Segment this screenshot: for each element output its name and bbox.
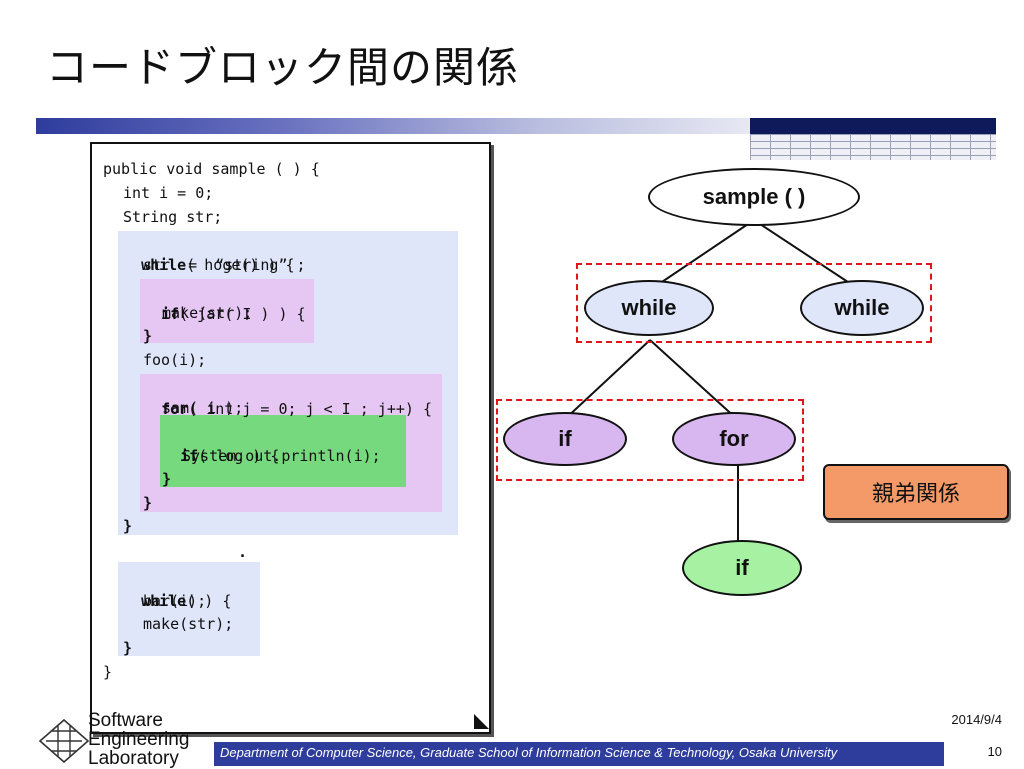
code-line: } <box>103 663 113 681</box>
tree-node-while: while <box>584 280 714 336</box>
code-line: sam( i ); <box>162 399 244 417</box>
if-keyword: if <box>161 305 180 323</box>
edge-root-while2 <box>753 219 861 291</box>
page-title: コードブロック間の関係 <box>46 43 520 92</box>
inner-if-block-highlight <box>160 415 406 487</box>
title-underline-bar <box>36 118 750 134</box>
edge-while-if <box>563 339 651 421</box>
code-line-ellipsis: . <box>238 543 248 561</box>
code-line: str = “string” ; <box>143 256 306 274</box>
lab-logo-text-1: Software <box>88 710 163 731</box>
tree-node-if: if <box>503 412 627 466</box>
while-keyword: while <box>141 256 187 274</box>
code-line: } <box>162 470 172 488</box>
department-text: Department of Computer Science, Graduate… <box>220 745 838 760</box>
code-line: foo(i); <box>143 351 207 369</box>
code-line-keyword: for( int j = 0; j < I ; j++) { <box>143 373 432 421</box>
edge-while-for <box>649 339 739 421</box>
if-block-highlight <box>140 279 314 343</box>
tree-node-if-inner: if <box>682 540 802 596</box>
page-number: 10 <box>987 744 1002 759</box>
sibling-group-level1 <box>576 263 932 343</box>
page-fold-corner <box>474 714 489 729</box>
if-condition: ( log ) { <box>198 447 280 465</box>
tree-node-for: for <box>672 412 796 466</box>
sibling-group-level2 <box>496 399 804 481</box>
code-line: } <box>123 517 133 535</box>
code-line: make(str); <box>143 615 234 633</box>
code-line: } <box>143 494 153 512</box>
lab-logo-text-3: Laboratory <box>88 748 179 769</box>
tree-node-while: while <box>800 280 924 336</box>
code-line: } <box>123 639 133 657</box>
for-condition: ( int j = 0; j < I ; j++) { <box>188 400 432 418</box>
lab-logo-text-2: Engineering <box>88 729 190 750</box>
tree-connectors <box>563 219 861 548</box>
title-underline-dark <box>750 118 996 134</box>
code-line: } <box>143 327 153 345</box>
code-line-keyword: while( ) { <box>123 565 231 613</box>
while-condition: ( ) { <box>186 592 232 610</box>
code-line: System.out.println(i); <box>182 447 381 465</box>
code-line: make(str); <box>162 304 253 322</box>
code-line: String str; <box>123 208 223 226</box>
lab-logo-icon <box>38 718 90 764</box>
while-keyword: while <box>141 592 187 610</box>
if-condition: ( jar( I ) ) { <box>179 305 306 323</box>
code-line-keyword: if( jar( I ) ) { <box>143 278 306 326</box>
code-line-keyword: if( log ) { <box>162 420 279 468</box>
code-line: int i = 0; <box>123 184 214 202</box>
grid-decoration <box>750 134 996 160</box>
edge-root-while1 <box>649 219 755 291</box>
code-line: bar(i); <box>143 592 207 610</box>
relation-label-box: 親弟関係 <box>823 464 1009 520</box>
code-line-keyword: while( hoge() ) { <box>123 229 295 277</box>
code-line: public void sample ( ) { <box>103 160 320 178</box>
second-while-block-highlight <box>118 562 260 656</box>
if-keyword: if <box>180 447 199 465</box>
tree-node-root: sample ( ) <box>648 168 860 226</box>
for-keyword: for <box>161 400 189 418</box>
slide-date: 2014/9/4 <box>951 712 1002 727</box>
footer-bar <box>214 742 944 766</box>
while-condition: ( hoge() ) { <box>186 256 295 274</box>
